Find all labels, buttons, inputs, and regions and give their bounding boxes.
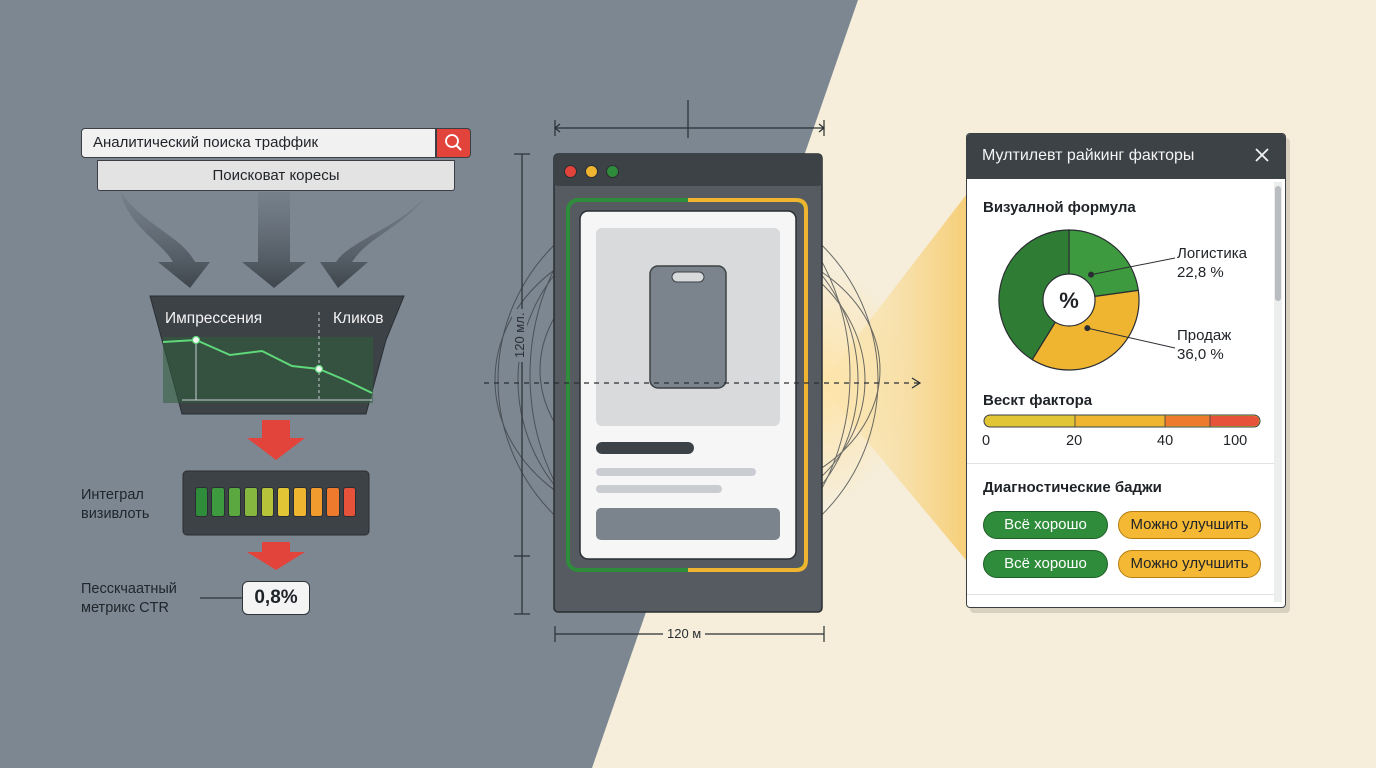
- visibility-bar: [194, 487, 358, 519]
- window-dot-icon[interactable]: [606, 165, 619, 178]
- badge-good[interactable]: Всё хорошо: [983, 511, 1108, 539]
- panel-title: Мултилевт райкинг факторы: [982, 147, 1195, 164]
- visibility-segment: [309, 487, 324, 517]
- formula-title: Визуалной формула: [983, 199, 1136, 216]
- pie-chart: %: [998, 229, 1176, 371]
- funnel-graphics: [120, 192, 430, 599]
- visibility-segment: [277, 487, 291, 517]
- legend-logistics: Логистика 22,8 %: [1177, 245, 1248, 281]
- visibility-segment: [260, 487, 274, 517]
- ctr-label: Песскчаатный метрикс CTR: [81, 581, 177, 616]
- ctr-value: 0,8%: [242, 581, 310, 615]
- badges-title: Диагностические баджи: [983, 479, 1162, 496]
- badge-improve[interactable]: Можно улучшить: [1118, 511, 1261, 539]
- visibility-segment: [342, 487, 356, 517]
- visibility-segment: [195, 487, 209, 517]
- panel-scrollbar-thumb[interactable]: [1275, 186, 1281, 301]
- visibility-label: Интеграл визивлоть: [81, 487, 150, 522]
- device-diagram: [480, 100, 922, 642]
- weight-tick: 0: [982, 433, 991, 449]
- window-dot-icon[interactable]: [564, 165, 577, 178]
- impressions-label: Импрессения: [165, 310, 263, 327]
- percent-icon: %: [1059, 288, 1079, 313]
- visibility-segment: [227, 487, 242, 517]
- badge-good[interactable]: Всё хорошо: [983, 550, 1108, 578]
- down-arrow-icon: [120, 192, 210, 288]
- window-dot-icon[interactable]: [585, 165, 598, 178]
- visibility-segment: [326, 487, 340, 517]
- window-controls: [564, 165, 624, 179]
- pie-center: [1042, 273, 1096, 327]
- divider: [967, 463, 1274, 464]
- search-icon: [445, 134, 462, 151]
- down-arrow-icon: [242, 192, 306, 288]
- ranking-factors-panel: Мултилевт райкинг факторы Визуалной форм…: [966, 133, 1286, 608]
- search-input[interactable]: Аналитический поиска траффик: [81, 128, 436, 158]
- close-icon[interactable]: [1251, 144, 1273, 166]
- clicks-label: Кликов: [333, 310, 384, 327]
- pie-leader-line: [1087, 327, 1176, 349]
- search-button[interactable]: [436, 128, 471, 158]
- divider: [967, 594, 1274, 595]
- pie-leader-dot: [1084, 325, 1091, 332]
- pie-leader-line: [1090, 257, 1176, 276]
- pie-slice-other: [998, 229, 1070, 361]
- legend-sales: Продаж 36,0 %: [1177, 327, 1232, 363]
- weight-tick: 40: [1157, 433, 1174, 449]
- visibility-segment: [211, 487, 225, 517]
- weight-tick: 20: [1066, 433, 1083, 449]
- down-arrow-icon: [320, 192, 430, 288]
- panel-scrollbar[interactable]: [1274, 182, 1282, 602]
- panel-header: Мултилевт райкинг факторы: [967, 134, 1285, 179]
- height-dimension-label: 120 мл.: [512, 308, 527, 362]
- width-dimension-label: 120 м: [663, 626, 706, 641]
- search-queries-bar: Поисковат коресы: [97, 160, 455, 191]
- visibility-segment: [244, 487, 258, 517]
- weight-scale-bar: [983, 414, 1261, 428]
- weight-title: Вескт фактора: [983, 392, 1093, 409]
- badge-improve[interactable]: Можно улучшить: [1118, 550, 1261, 578]
- pie-leader-dot: [1088, 271, 1095, 278]
- weight-tick: 100: [1223, 433, 1248, 449]
- visibility-segment: [293, 487, 307, 517]
